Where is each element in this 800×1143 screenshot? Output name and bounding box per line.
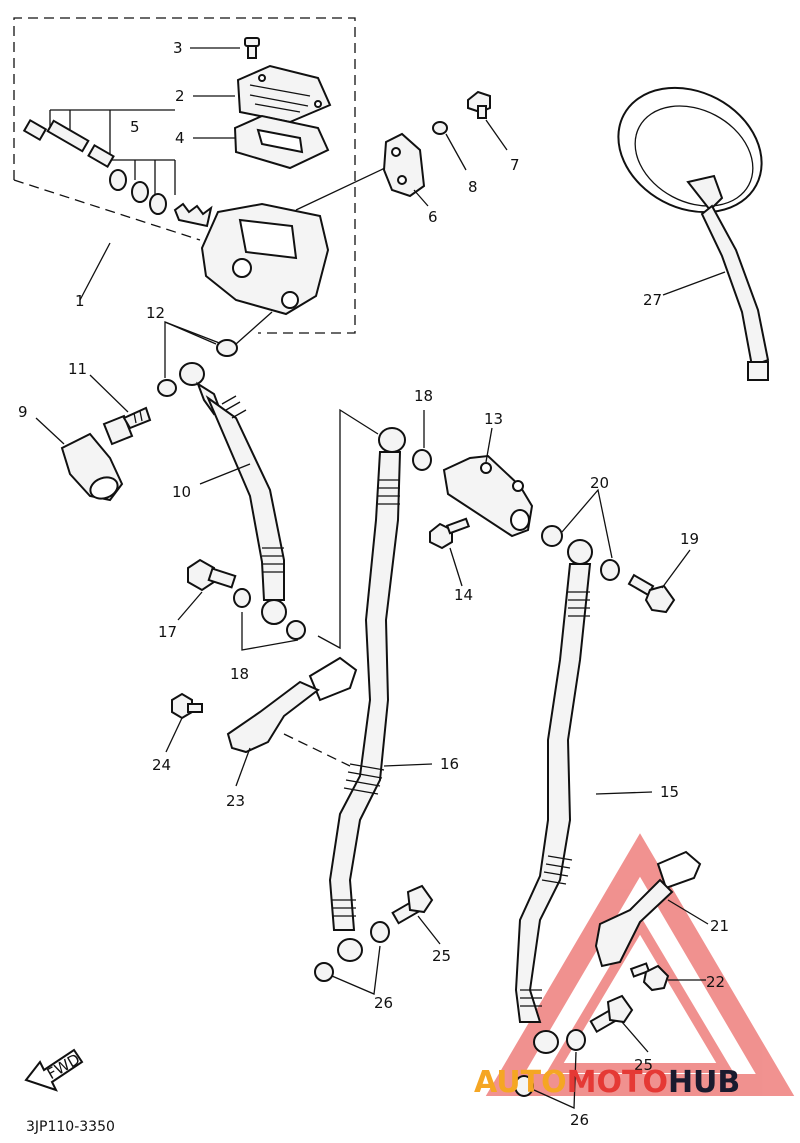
callout-24: 24 (152, 756, 171, 774)
watermark-word-hub: HUB (668, 1065, 740, 1100)
screw-3 (190, 37, 260, 59)
master-cylinder-1 (200, 167, 386, 316)
callout-20: 20 (590, 474, 609, 492)
bolt-25-right (589, 994, 649, 1053)
brake-hose-16 (328, 427, 433, 962)
callout-9: 9 (18, 403, 28, 421)
washers-20 (541, 488, 620, 581)
watermark-word-auto: AUTO (474, 1065, 567, 1100)
callout-26-left: 26 (374, 994, 393, 1012)
callout-19: 19 (680, 530, 699, 548)
callout-18-upper: 18 (414, 387, 433, 405)
callout-13: 13 (484, 410, 503, 428)
callout-12: 12 (146, 304, 165, 322)
bolt-25-left (391, 884, 441, 945)
callout-14: 14 (454, 586, 473, 604)
piston-kit-5 (22, 109, 213, 228)
callout-22: 22 (706, 973, 725, 991)
drawing-code: 3JP110-3350 (26, 1119, 115, 1135)
washer-8 (432, 121, 467, 171)
callout-16: 16 (440, 755, 459, 773)
callout-10: 10 (172, 483, 191, 501)
master-cylinder-group (13, 17, 356, 334)
washers-18-left (233, 408, 379, 651)
bolt-22 (629, 962, 706, 992)
callout-numbers: 3 2 4 5 1 6 7 8 27 12 11 9 10 18 13 20 1… (18, 39, 729, 1129)
bolt-7 (467, 90, 508, 151)
washer-18-upper (412, 410, 432, 471)
watermark-triangle (485, 833, 795, 1096)
washers-26-right (514, 1029, 586, 1109)
callout-2: 2 (175, 87, 185, 105)
reservoir-cap-2 (193, 64, 332, 124)
watermark-word-moto: MOTO (567, 1065, 668, 1100)
callout-15: 15 (660, 783, 679, 801)
bolt-24 (165, 692, 203, 753)
callout-8: 8 (468, 178, 478, 196)
svg-text:AUTOMOTOHUB: AUTOMOTOHUB (474, 1065, 740, 1100)
hose-guide-23 (226, 656, 358, 787)
callout-25-left: 25 (432, 947, 451, 965)
union-bolt-11 (89, 374, 152, 446)
callout-11: 11 (68, 360, 87, 378)
callout-7: 7 (510, 156, 520, 174)
callout-18-lower: 18 (230, 665, 249, 683)
callout-25-right: 25 (634, 1056, 653, 1074)
bracket-21 (594, 850, 709, 968)
callout-6: 6 (428, 208, 438, 226)
callout-26-right: 26 (570, 1111, 589, 1129)
washers-26-left (314, 921, 390, 995)
callout-23: 23 (226, 792, 245, 810)
callout-3: 3 (173, 39, 183, 57)
watermark-logo: AUTOMOTOHUB (474, 1065, 740, 1100)
washer-12 (157, 311, 273, 397)
callout-21: 21 (710, 917, 729, 935)
callout-1: 1 (75, 292, 85, 310)
callout-5: 5 (130, 118, 140, 136)
union-bolt-17 (177, 558, 237, 621)
bolt-19 (627, 549, 691, 614)
brake-hose-15 (514, 539, 653, 1054)
mirror-27 (617, 86, 770, 381)
brake-hose-10 (179, 362, 287, 625)
joint-13 (442, 427, 534, 538)
bolt-14 (429, 517, 471, 587)
cover-9 (35, 417, 124, 502)
holder-clamp-6 (382, 132, 429, 207)
callout-27: 27 (643, 291, 662, 309)
fwd-arrow-icon: FWD (24, 1048, 84, 1092)
diaphragm-4 (193, 114, 330, 170)
callout-4: 4 (175, 129, 185, 147)
callout-17: 17 (158, 623, 177, 641)
